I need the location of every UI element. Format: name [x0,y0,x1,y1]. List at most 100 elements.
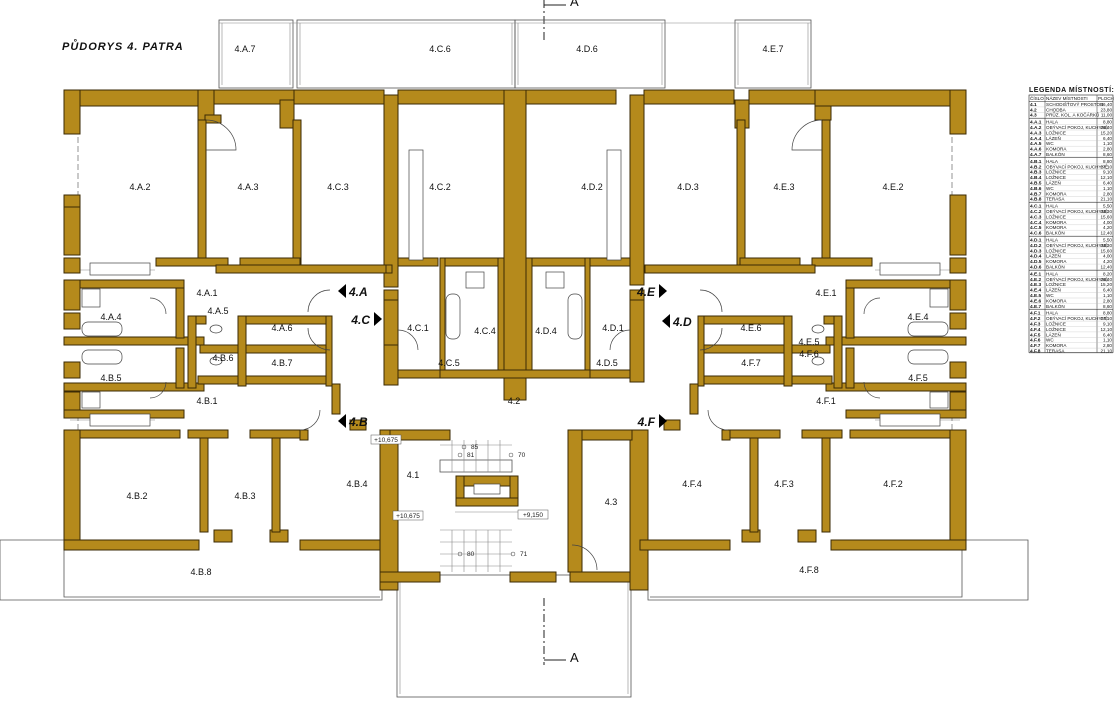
legend-room-area: 33,30 [1101,243,1113,248]
room-label: 4.F.6 [799,349,819,359]
room-label: 4.A.2 [129,182,150,192]
stair-mark: 85 [461,444,479,451]
legend-room-area: 9,10 [1103,322,1112,327]
legend-room-number: 4.F.4 [1030,327,1041,333]
level-mark: +10,675 [392,510,424,521]
room-label: 4.B.7 [271,358,292,368]
legend-room-area: 25,40 [1101,125,1113,130]
legend-room-name: KOMORA [1046,225,1067,230]
legend-room-number: 4.B.1 [1030,159,1042,165]
legend-room-number: 4.B.5 [1030,181,1042,187]
stair-mark: 80 [457,551,475,558]
legend-room-area: 15,60 [1101,248,1113,253]
room-label: 4.C.2 [429,182,451,192]
legend-room-number: 4.B.2 [1030,164,1042,170]
legend-room-area: 2,80 [1103,147,1112,152]
doors [149,119,881,571]
legend-room-area: 25,40 [1101,277,1113,282]
legend-room-name: BALKÓN [1046,264,1065,270]
entrance-label: 4.B [348,415,368,429]
room-label: 4.B.8 [190,567,211,577]
legend-room-area: 17,10 [1101,164,1113,169]
legend-room-area: 4,00 [1103,220,1112,225]
fixtures [81,149,949,495]
room-label: 4.F.7 [741,358,761,368]
legend-room-name: BALKÓN [1046,230,1065,236]
entrance-arrow [338,414,346,428]
legend-room-area: 2,80 [1103,298,1112,303]
legend-room-number: 4.E.7 [1030,304,1042,310]
terraces-bottom [0,539,1029,698]
room-label: 4.2 [508,396,521,406]
legend-room-number: 4.E.3 [1030,282,1042,288]
legend-room-number: 4.E.2 [1030,277,1042,283]
legend-room-number: 4.F.3 [1030,322,1041,328]
level-mark: +9,150 [517,509,549,520]
legend-header: ČÍSLO [1030,95,1044,101]
legend-room-number: 4.D.2 [1030,243,1042,249]
legend-room-area: 4,20 [1103,259,1112,264]
legend-room-number: 4.F.6 [1030,338,1041,344]
legend-room-area: 8,80 [1103,311,1112,316]
entrance-label: 4.F [637,415,656,429]
legend-room-name: KOMORA [1046,298,1067,303]
legend-room-name: WC [1046,141,1054,146]
room-label: 4.E.4 [907,312,928,322]
legend-room-name: LOŽNICE [1046,280,1066,287]
level-marks: +10,675+10,675+9,150 [370,434,549,521]
legend-room-name: BALKÓN [1046,151,1065,157]
room-label: 4.E.2 [882,182,903,192]
legend-room-area: 8,60 [1103,304,1112,309]
legend-room-name: HALA [1046,311,1059,316]
legend-room-number: 4.D.4 [1030,254,1042,260]
room-label: 4.E.3 [773,182,794,192]
legend-room-number: 4.A.1 [1030,120,1042,126]
legend-room-number: 4.A.3 [1030,130,1042,136]
room-label: 4.F.4 [682,479,702,489]
stair-mark-text: 71 [520,551,528,558]
legend-room-number: 4.3 [1030,113,1037,119]
legend-header: PLOCHA [1098,96,1114,101]
legend-room-area: 8,20 [1103,271,1112,276]
stair-mark-text: 70 [518,452,526,459]
entrance-label: 4.C [350,313,370,327]
legend-room-area: 17,10 [1101,316,1113,321]
legend-room-area: 11,00 [1101,113,1113,118]
legend-room-name: KOMORA [1046,220,1067,225]
stair-mark: 70 [508,452,526,459]
legend-room-name: HALA [1046,238,1059,243]
stair-mark-text: 81 [467,452,475,459]
room-label: 4.F.2 [883,479,903,489]
legend-room-name: LÁZEŇ [1046,180,1061,186]
legend-room-name: TERASA [1046,197,1065,202]
legend-room-name: WC [1046,293,1054,298]
entrance-arrow [662,314,670,328]
legend-title: LEGENDA MÍSTNOSTÍ: [1029,85,1114,94]
entrance-label: 4.D [672,315,692,329]
legend-room-number: 4.D.1 [1030,238,1042,244]
legend-room-area: 15,60 [1101,214,1113,219]
entrance-markers: 4.A4.C4.B4.E4.D4.F [338,284,692,429]
legend-room-number: 4.C.1 [1030,204,1042,210]
legend-room-area: 2,80 [1103,191,1112,196]
room-label: 4.C.1 [407,323,429,333]
entrance-marker: 4.C [350,312,382,327]
entrance-label: 4.A [348,285,368,299]
legend-room-number: 4.2 [1030,107,1037,113]
legend-room-name: WC [1046,186,1054,191]
legend-room-area: 21,10 [1101,349,1113,354]
room-label: 4.D.6 [576,44,598,54]
entrance-marker: 4.B [338,414,368,429]
legend-room-name: LOŽNICE [1046,212,1066,219]
legend-room-name: OBÝVACÍ POKOJ, KUCHYNĚ [1046,123,1108,130]
legend-room-name: OBÝVACÍ POKOJ, KUCHYNĚ [1046,162,1108,169]
stairs [439,440,520,572]
room-label: 4.F.3 [774,479,794,489]
stair-mark-text: 80 [467,551,475,558]
legend-room-name: BALKÓN [1046,303,1065,309]
legend-room-name: WC [1046,338,1054,343]
legend-room-name: LÁZEŇ [1046,135,1061,141]
legend-room-area: 9,10 [1103,170,1112,175]
